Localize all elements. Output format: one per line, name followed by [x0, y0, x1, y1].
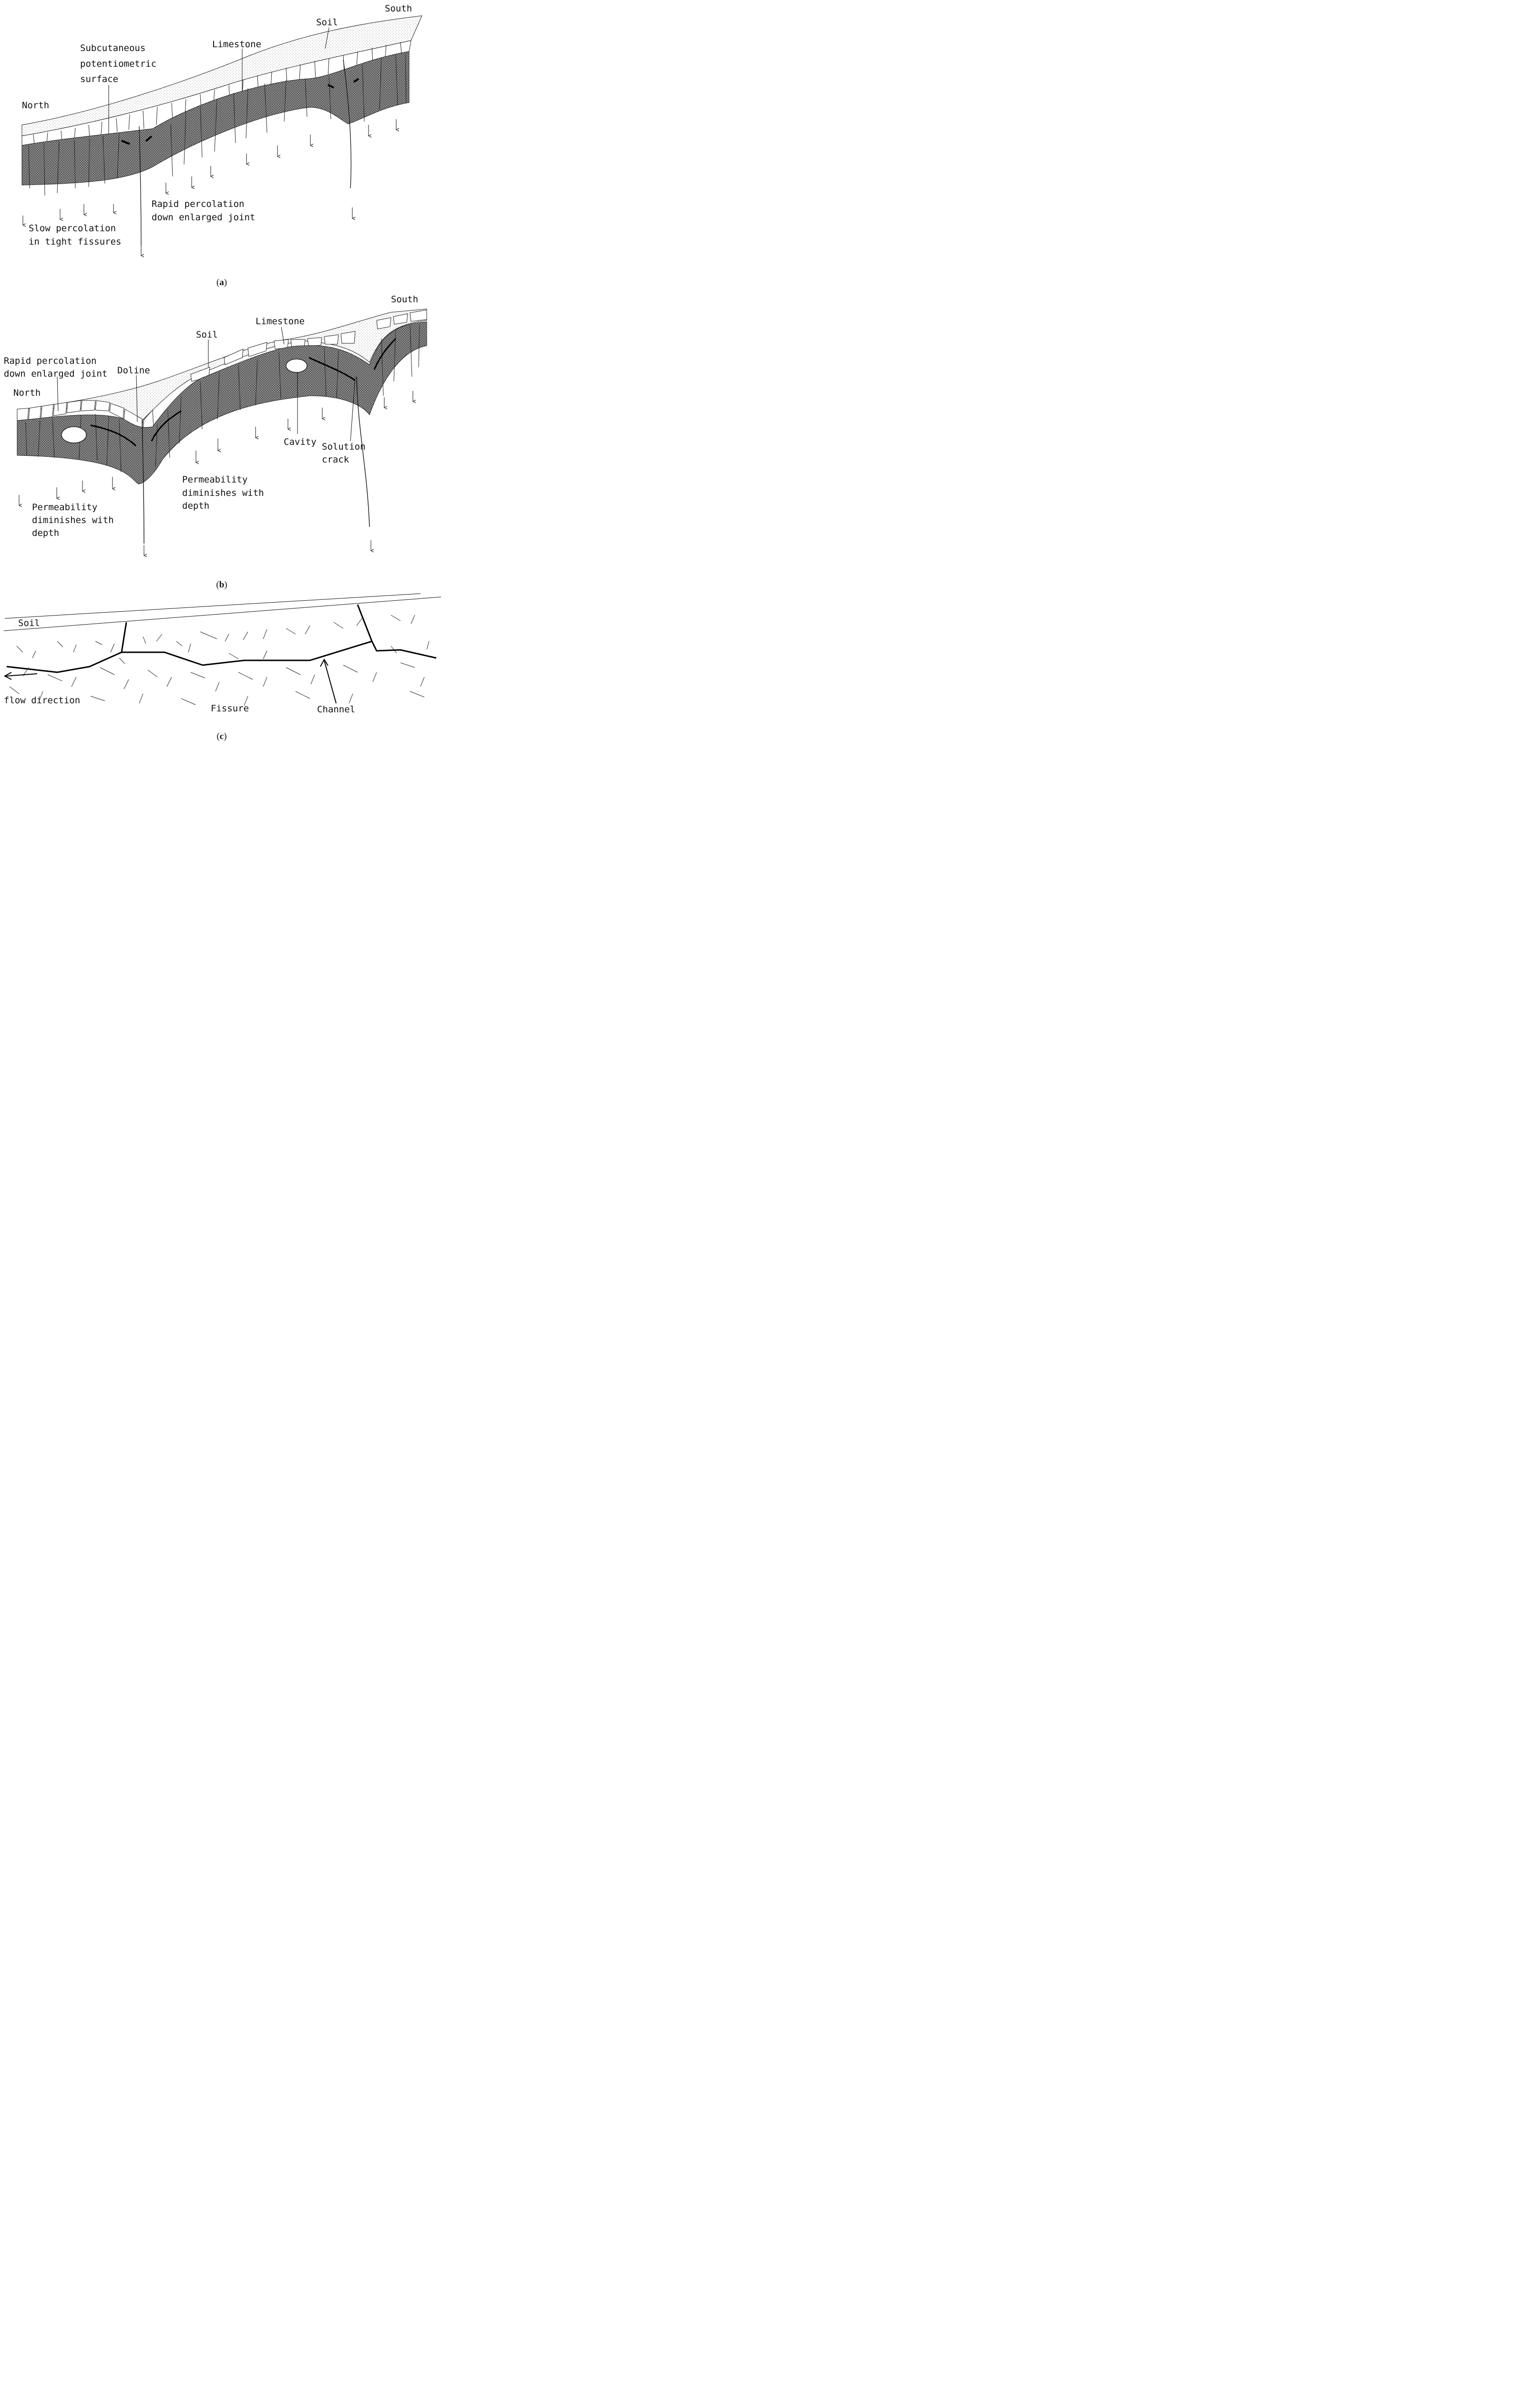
- label-flow-direction: flow direction: [4, 695, 80, 706]
- label-solution-2: crack: [322, 454, 349, 465]
- flow-marker: [328, 84, 334, 89]
- label-subcutaneous-1: Subcutaneous: [80, 43, 145, 53]
- label-cavity: Cavity: [284, 437, 317, 447]
- channel-path: [6, 604, 437, 673]
- flow-path-b3: [308, 357, 356, 381]
- panel-a: South Soil Limestone Subcutaneous potent…: [21, 3, 422, 288]
- label-south-b: South: [391, 294, 418, 305]
- caption-a: (a): [216, 277, 227, 288]
- enlarged-joint-a1: [139, 126, 142, 246]
- caption-c: (c): [216, 731, 226, 741]
- flow-path-b1: [90, 424, 137, 447]
- label-fissure: Fissure: [211, 703, 249, 714]
- enlarged-joint-a2: [343, 59, 351, 189]
- leader-solution: [350, 376, 356, 442]
- flow-path-b4: [373, 338, 397, 370]
- limestone-blocks-b: [17, 309, 427, 430]
- subcutaneous-zone: [21, 51, 410, 185]
- channel-pointer-head: [320, 658, 329, 667]
- caption-b: (b): [216, 580, 227, 590]
- soil-base-line: [3, 596, 441, 631]
- channel-pointer: [324, 660, 337, 704]
- label-channel: Channel: [317, 704, 355, 715]
- label-rapid-a-2: down enlarged joint: [152, 212, 255, 223]
- label-subcutaneous-3: surface: [80, 74, 118, 84]
- label-soil-b: Soil: [196, 329, 218, 340]
- label-perm-left-2: diminishes with: [32, 515, 114, 525]
- label-south-a: South: [385, 3, 412, 14]
- leader-soil-a: [325, 27, 329, 49]
- fissure-marks: [9, 615, 430, 706]
- label-perm-left-3: depth: [32, 528, 59, 538]
- label-north-b: North: [13, 388, 41, 398]
- tight-fissures-b: [25, 324, 420, 473]
- label-perm-right-1: Permeability: [182, 474, 247, 485]
- surface-line: [4, 593, 421, 619]
- label-solution-1: Solution: [322, 442, 366, 452]
- enlarged-joint-solution: [356, 376, 370, 527]
- flow-path-b2: [151, 410, 182, 442]
- flow-arrowhead: [3, 672, 12, 680]
- enlarged-joint-doline: [142, 419, 144, 544]
- percolation-arrows-a: [23, 119, 396, 256]
- cavity-right: [286, 359, 308, 373]
- label-soil-a: Soil: [316, 17, 338, 28]
- leader-doline: [136, 375, 138, 422]
- leader-limestone-b: [281, 327, 285, 345]
- label-north-a: North: [22, 100, 49, 111]
- subcutaneous-zone-b: [17, 321, 427, 484]
- label-limestone-b: Limestone: [256, 316, 305, 327]
- flow-marker: [121, 140, 130, 145]
- percolation-arrows-b: [19, 391, 413, 555]
- label-rapid-b-2: down enlarged joint: [4, 369, 107, 379]
- leader-rapid-b: [57, 376, 59, 411]
- label-perm-right-3: depth: [182, 501, 209, 511]
- label-rapid-a-1: Rapid percolation: [152, 199, 244, 209]
- label-perm-right-2: diminishes with: [182, 488, 264, 498]
- label-slow-1: Slow percolation: [29, 223, 116, 234]
- label-limestone-a: Limestone: [212, 39, 261, 50]
- flow-direction-arrow: [5, 673, 38, 677]
- panel-c: Soil flow direction Fissure Channel (c): [3, 593, 441, 741]
- label-soil-c: Soil: [18, 618, 40, 628]
- label-perm-left-1: Permeability: [32, 502, 97, 513]
- flow-marker: [145, 135, 153, 142]
- label-doline: Doline: [117, 365, 150, 376]
- flow-marker: [353, 78, 359, 83]
- cavity-left: [61, 426, 87, 443]
- label-subcutaneous-2: potentiometric: [80, 59, 156, 69]
- karst-percolation-figure: South Soil Limestone Subcutaneous potent…: [3, 3, 441, 741]
- label-slow-2: in tight fissures: [29, 236, 121, 247]
- panel-b: South Limestone Soil Rapid percolation d…: [4, 294, 427, 590]
- tight-fissures: [28, 53, 407, 196]
- label-rapid-b-1: Rapid percolation: [4, 356, 96, 366]
